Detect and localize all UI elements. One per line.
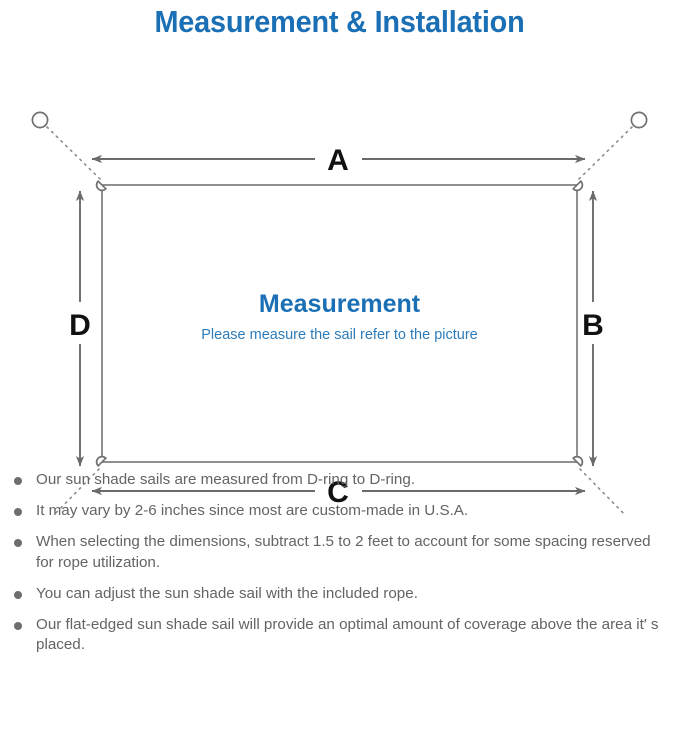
list-item: Our flat-edged sun shade sail will provi… (10, 615, 665, 655)
list-item-text: It may vary by 2-6 inches since most are… (36, 502, 469, 520)
rope-lines (46, 126, 633, 514)
bullet-icon (14, 590, 22, 599)
dimension-label-b: B (582, 309, 604, 342)
d-rings (95, 179, 584, 468)
bullet-icon (14, 508, 22, 517)
list-item-text: You can adjust the sun shade sail with t… (36, 584, 418, 602)
list-item: You can adjust the sun shade sail with t… (10, 584, 665, 604)
top-left-d-ring (95, 179, 108, 192)
diagram-center-subtitle: Please measure the sail refer to the pic… (201, 327, 477, 343)
dimension-label-d: D (69, 309, 91, 342)
list-item: It may vary by 2-6 inches since most are… (10, 501, 665, 521)
notes-list: Our sun shade sails are measured from D-… (0, 470, 679, 656)
dimension-label-a: A (327, 144, 349, 177)
rope-bottom-right (577, 466, 626, 514)
rope-top-left (46, 126, 102, 181)
diagram-center-title: Measurement (259, 290, 421, 318)
bullet-icon (14, 622, 22, 631)
list-item: Our sun shade sails are measured from D-… (10, 470, 665, 490)
top-left-anchor-ring (31, 111, 49, 129)
list-item-text: Our sun shade sails are measured from D-… (36, 471, 415, 488)
sail-body (101, 184, 578, 463)
rope-top-right (577, 126, 633, 181)
list-item: When selecting the dimensions, subtract … (10, 532, 665, 572)
bullet-icon (14, 477, 22, 485)
bottom-right-d-ring (571, 455, 584, 468)
rope-bottom-left (53, 466, 102, 514)
dimension-label-c: C (327, 476, 349, 509)
bullet-icon (14, 539, 22, 548)
anchor-rings (31, 111, 648, 129)
page-title: Measurement & Installation (154, 4, 525, 39)
bottom-left-d-ring (95, 455, 108, 468)
top-right-d-ring (571, 179, 584, 192)
list-item-text: Our flat-edged sun shade sail will provi… (36, 616, 659, 654)
top-right-anchor-ring (630, 111, 648, 129)
list-item-text: When selecting the dimensions, subtract … (36, 533, 651, 571)
notes-section: Our sun shade sails are measured from D-… (0, 470, 679, 667)
measurement-diagram: Measurement Please measure the sail refe… (0, 44, 679, 514)
